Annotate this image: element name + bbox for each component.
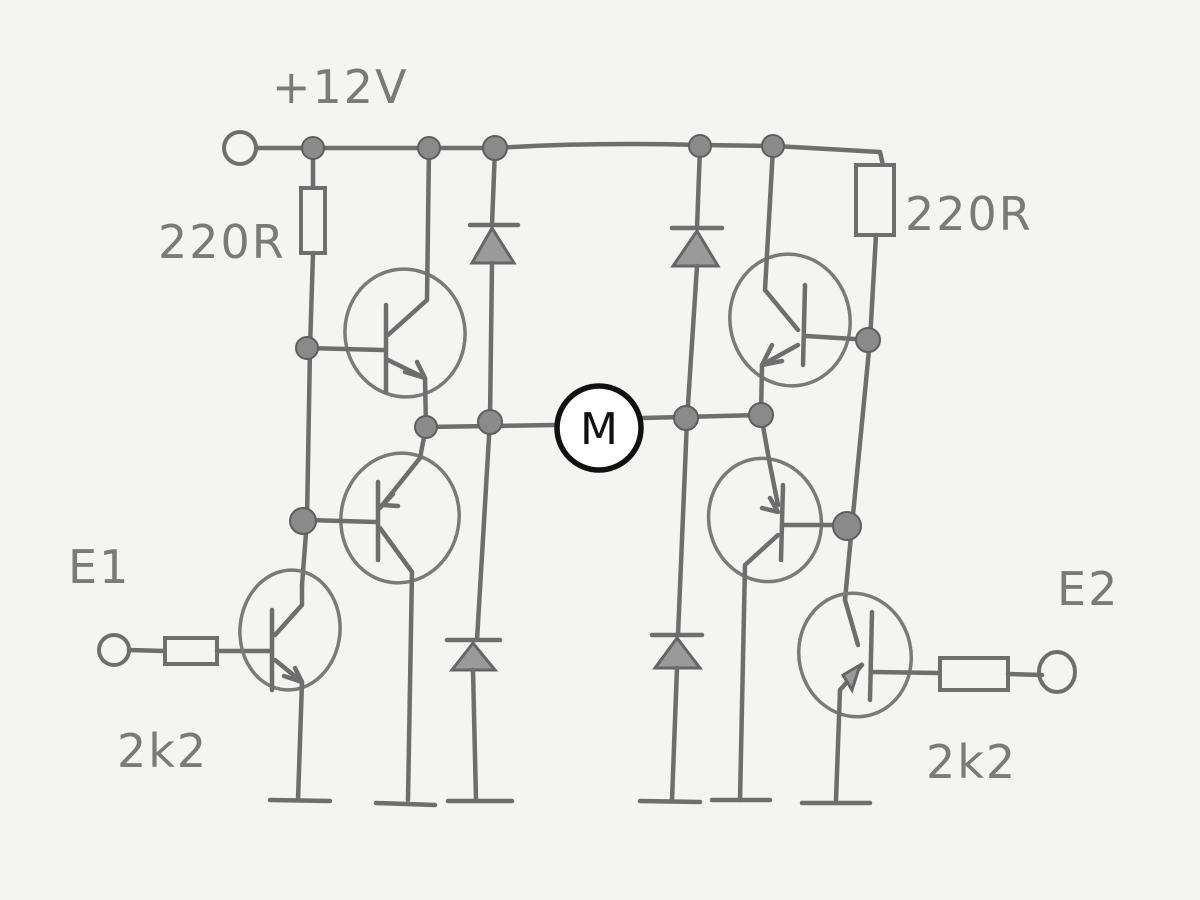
junction-dot [855,327,881,353]
supply-terminal [222,130,258,166]
left-pullup-resistor [299,186,327,255]
motor-symbol [554,383,644,473]
input-e2-transistor [796,591,914,719]
junction-dot [477,409,503,435]
junction-dot [414,415,438,439]
right-base-resistor-label: 2k2 [926,735,1017,789]
left-upper-transistor [304,145,467,430]
input-e1-transistor [238,568,342,692]
right-upper-transistor [728,145,873,418]
junction-dot [295,336,319,360]
input-e2-circuit [796,591,1077,803]
ground-1 [267,797,333,804]
right-half-bridge [637,145,1077,806]
junction-dot [482,135,508,161]
junction-dots [289,134,881,541]
junction-dot [289,507,317,535]
junction-dot [673,405,699,431]
motor-connection: M [423,383,763,473]
right-upper-diode [669,145,725,638]
junction-dot [748,402,774,428]
input-e1-label: E1 [68,540,130,594]
ground-2 [373,800,438,808]
junction-dot [301,136,325,160]
left-base-resistor-label: 2k2 [117,724,208,778]
left-pullup-resistor-label: 220R [158,215,286,269]
left-lower-transistor [304,424,461,803]
junction-dot [688,134,712,158]
left-base-resistor [163,636,219,666]
left-upper-diode [467,145,521,643]
junction-dot [832,511,862,541]
right-lower-transistor [706,412,855,803]
right-base-resistor [938,656,1010,692]
input-e1-terminal [97,633,131,667]
input-e2-terminal [1037,650,1077,694]
motor-label: M [580,404,618,455]
junction-dot [417,136,441,160]
right-pullup-resistor-label: 220R [905,187,1033,241]
input-e2-label: E2 [1057,562,1119,616]
left-lower-diode [444,637,503,803]
ground-4 [637,798,703,805]
right-lower-diode [649,632,705,803]
right-pullup-resistor [854,163,896,237]
left-half-bridge [97,145,521,808]
input-e1-circuit [97,568,342,803]
supply-voltage-label: +12V [272,60,409,114]
junction-dot [761,134,785,158]
